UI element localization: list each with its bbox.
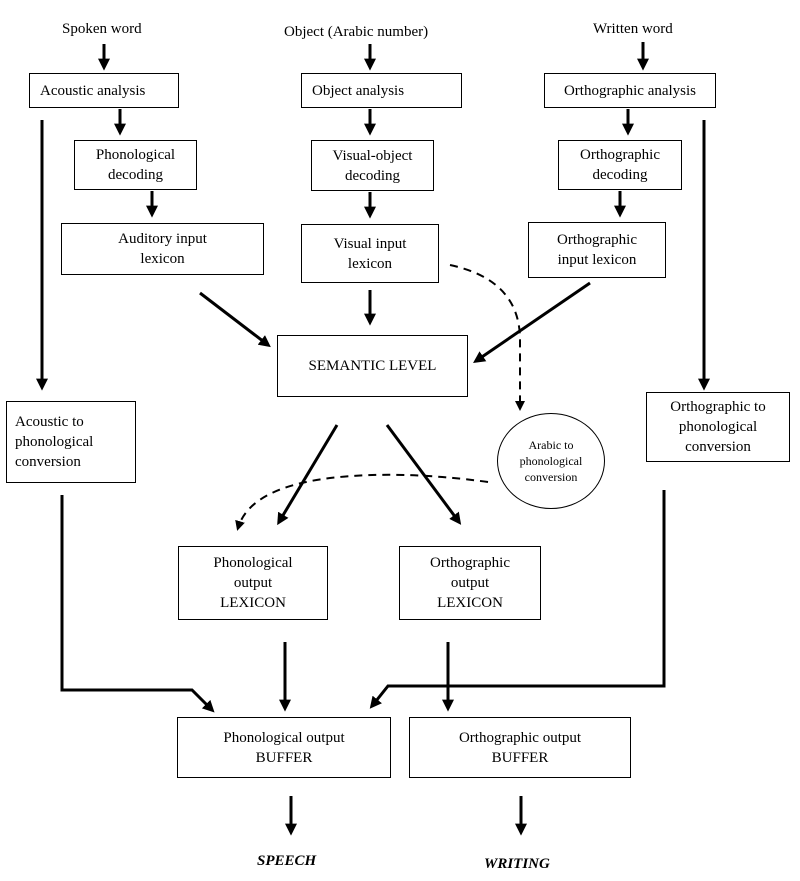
phonological-output-buffer-box: Phonological output BUFFER xyxy=(177,717,391,778)
arrow-orth-conversion-to-buffer xyxy=(369,490,666,709)
orthographic-output-buffer-box: Orthographic output BUFFER xyxy=(409,717,631,778)
orthographic-decoding-box: Orthographic decoding xyxy=(558,140,682,190)
speech-output-label: SPEECH xyxy=(257,853,317,869)
arabic-to-phonological-conversion-ellipse: Arabic to phonological conversion xyxy=(497,413,605,509)
phonological-decoding-box: Phonological decoding xyxy=(74,140,197,190)
dashed-arrow-arabic-to-phon-output xyxy=(235,473,489,531)
written-word-label: Written word xyxy=(593,21,673,37)
object-analysis-box: Object analysis xyxy=(301,73,462,108)
orthographic-input-lexicon-box: Orthographic input lexicon xyxy=(528,222,666,278)
acoustic-to-phonological-conversion-box: Acoustic to phonological conversion xyxy=(6,401,136,483)
writing-output-label: WRITING xyxy=(484,856,550,872)
orthographic-output-lexicon-box: Orthographic output LEXICON xyxy=(399,546,541,620)
object-arabic-number-label: Object (Arabic number) xyxy=(284,24,429,40)
orthographic-analysis-box: Orthographic analysis xyxy=(544,73,716,108)
auditory-input-lexicon-box: Auditory input lexicon xyxy=(61,223,264,275)
arrow-auditory-to-semantic xyxy=(199,291,271,348)
dashed-arrow-visual-to-arabic xyxy=(449,264,525,411)
spoken-word-label: Spoken word xyxy=(62,21,142,37)
visual-input-lexicon-box: Visual input lexicon xyxy=(301,224,439,283)
arrow-semantic-to-orth-output xyxy=(385,424,462,525)
phonological-output-lexicon-box: Phonological output LEXICON xyxy=(178,546,328,620)
acoustic-analysis-box: Acoustic analysis xyxy=(29,73,179,108)
orthographic-to-phonological-conversion-box: Orthographic to phonological conversion xyxy=(646,392,790,462)
visual-object-decoding-box: Visual-object decoding xyxy=(311,140,434,191)
arrow-semantic-to-phon-output xyxy=(277,424,339,526)
semantic-level-box: SEMANTIC LEVEL xyxy=(277,335,468,397)
arrow-orth-lexicon-to-semantic xyxy=(473,281,591,364)
arrow-acoustic-conversion-to-buffer xyxy=(60,495,215,713)
